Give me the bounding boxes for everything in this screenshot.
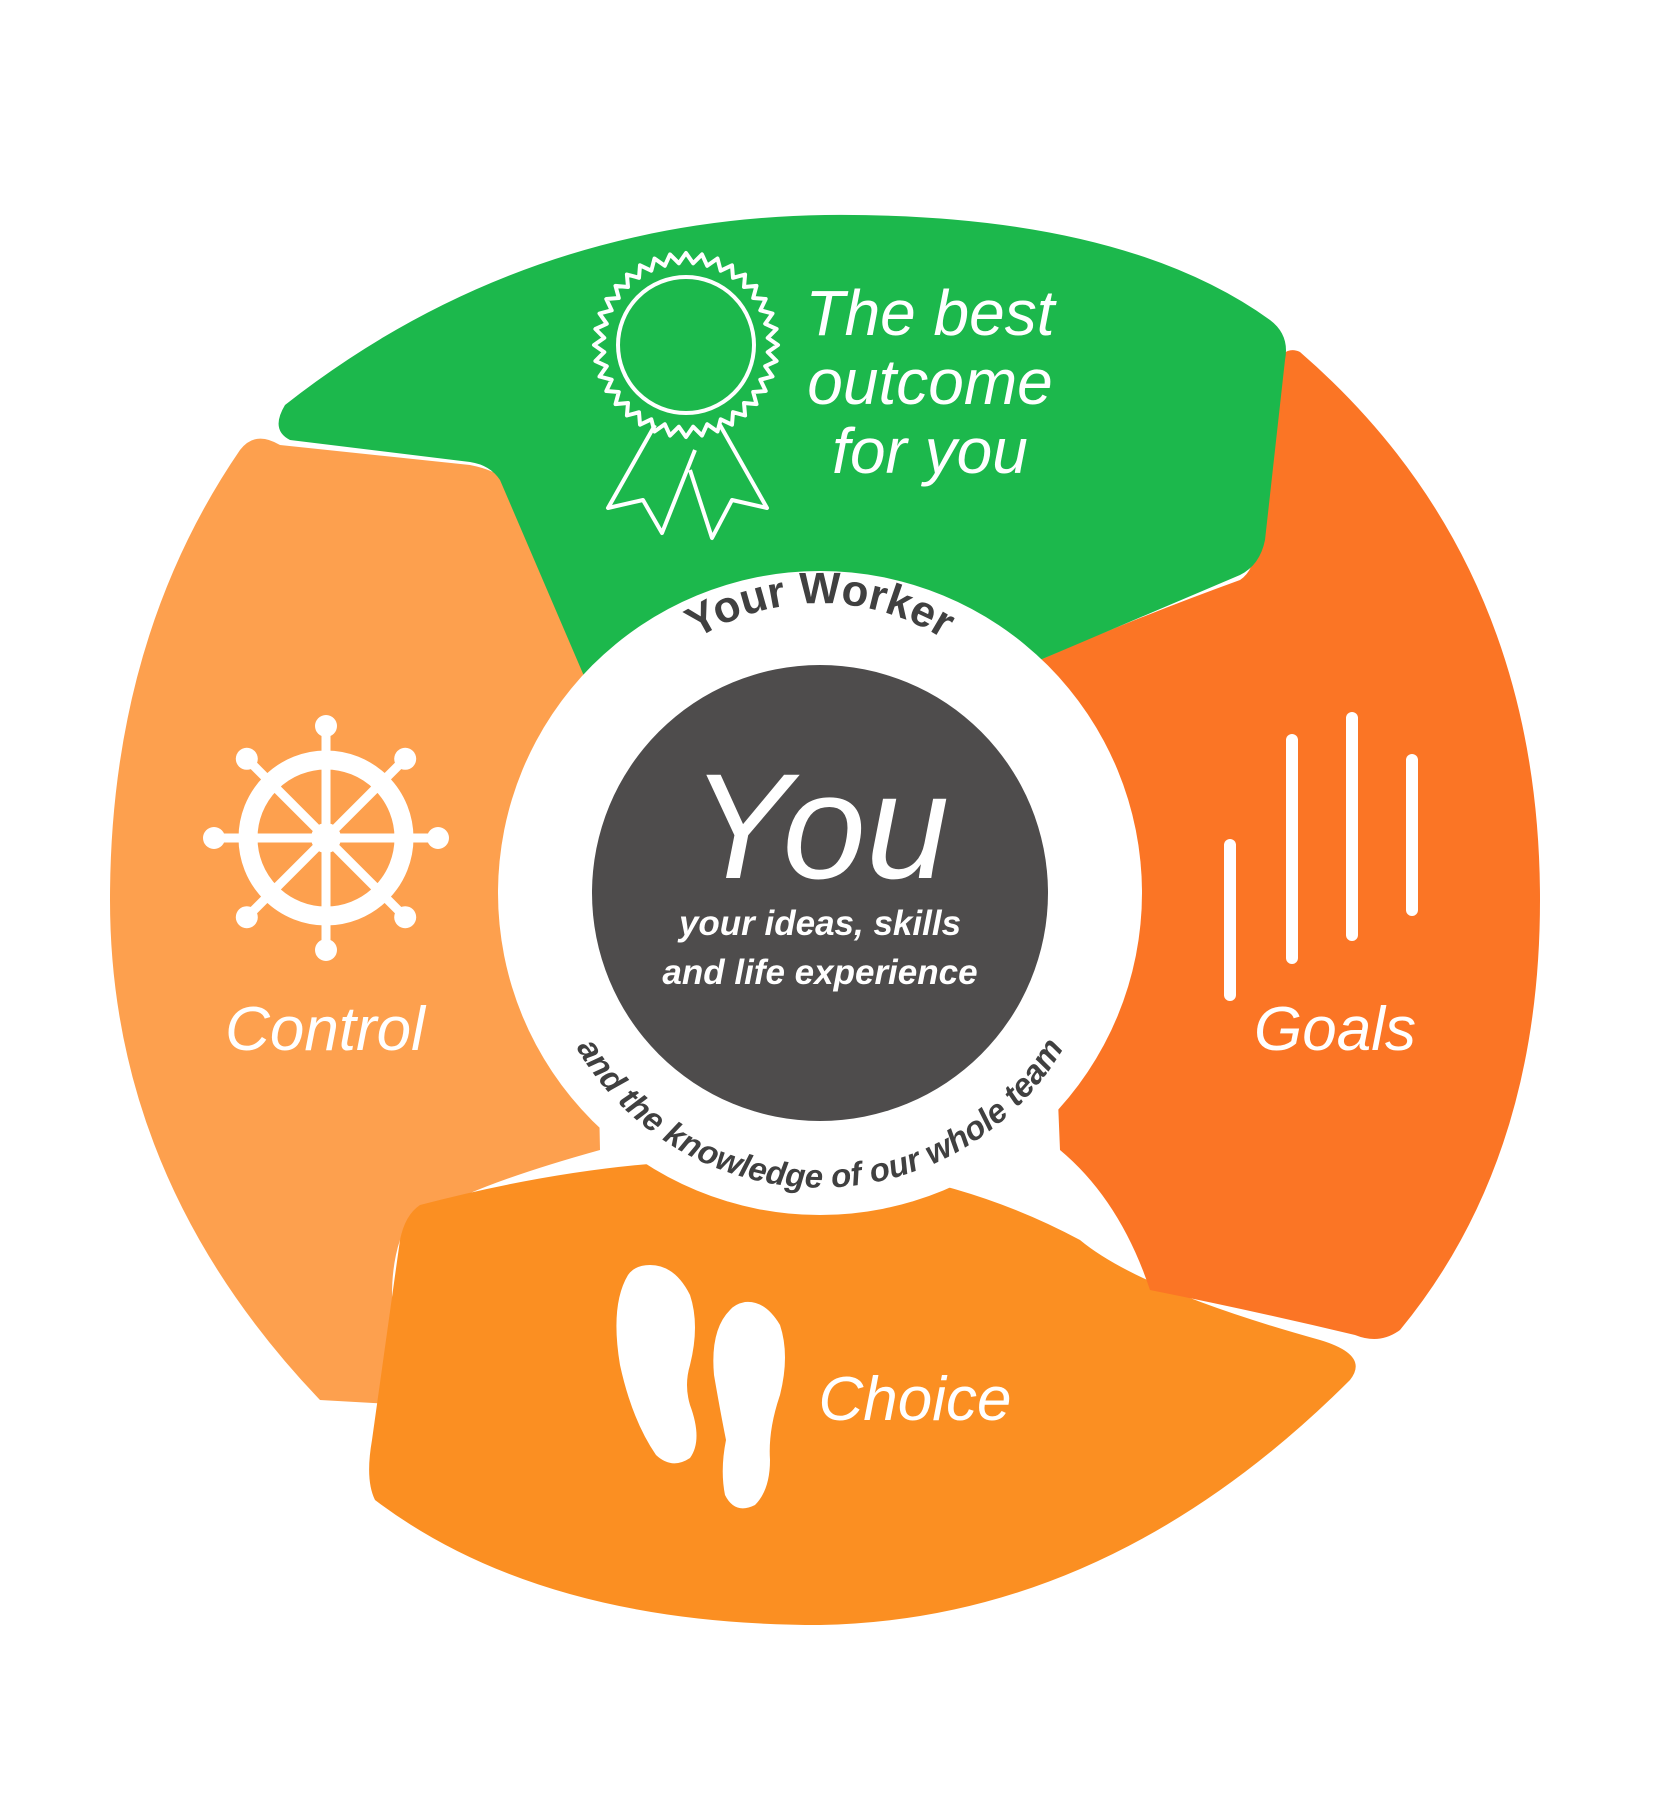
wheel-handle xyxy=(203,827,225,849)
core-title: You xyxy=(691,742,950,910)
segment-best-outcome xyxy=(278,214,1287,690)
wheel-handle xyxy=(394,906,417,929)
best-outcome-line-3: for you xyxy=(832,415,1028,487)
you-core xyxy=(592,665,1048,1121)
wheel-handle xyxy=(427,827,449,849)
wheel-handle xyxy=(315,715,337,737)
best-outcome-line-1: The best xyxy=(805,277,1056,349)
core-subtitle-line-2: and life experience xyxy=(662,953,977,992)
wheel-spoke xyxy=(322,834,407,919)
wheel-handle xyxy=(394,747,417,770)
footprints-icon xyxy=(616,1265,785,1509)
award-ribbon-icon xyxy=(592,251,780,540)
wheel-handle xyxy=(235,906,258,929)
wheel-spoke xyxy=(322,757,407,842)
ship-wheel-icon xyxy=(203,715,449,961)
goals-label: Goals xyxy=(1254,995,1416,1064)
segment-choice xyxy=(369,1160,1356,1625)
core-subtitle-line-1: your ideas, skills xyxy=(677,904,961,943)
choice-label: Choice xyxy=(819,1365,1012,1434)
wheel-handle xyxy=(235,747,258,770)
bar-lines-icon xyxy=(1224,712,1418,1001)
wheel-spoke xyxy=(245,834,330,919)
control-label: Control xyxy=(225,995,427,1064)
wheel-handle xyxy=(315,939,337,961)
wheel-spoke xyxy=(245,757,330,842)
best-outcome-line-2: outcome xyxy=(807,346,1052,418)
segment-control xyxy=(110,438,600,1406)
